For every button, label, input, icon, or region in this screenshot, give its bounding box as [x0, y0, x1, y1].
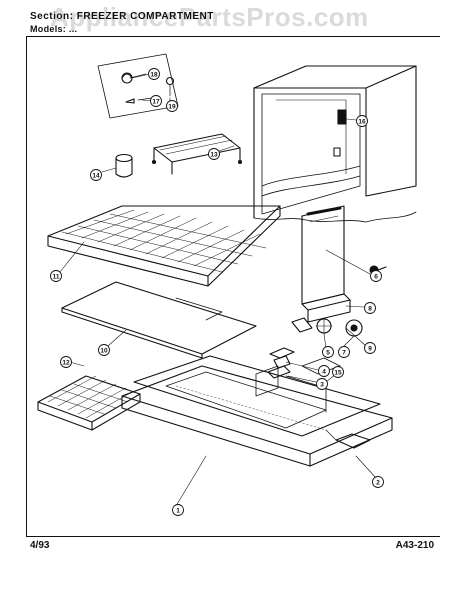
watermark: AppliancePartsPros.com [50, 2, 369, 32]
ice-tray [37, 375, 141, 431]
callout-15: 15 [332, 366, 344, 378]
callout-4: 4 [318, 365, 330, 377]
cylinder-part [115, 153, 133, 178]
callout-18: 18 [148, 68, 160, 80]
callout-2: 2 [372, 476, 384, 488]
callout-6: 6 [370, 270, 382, 282]
frame-left-rule [26, 36, 27, 536]
callout-8: 8 [364, 302, 376, 314]
callout-label: 3 [320, 382, 324, 389]
grid-shelf [47, 205, 281, 287]
callout-label: 2 [376, 480, 380, 487]
revision-date: 4/93 [30, 540, 50, 551]
callout-7: 7 [338, 346, 350, 358]
callout-14: 14 [90, 169, 102, 181]
callout-label: 1 [176, 508, 180, 515]
leader-lines [59, 73, 377, 507]
callout-1: 1 [172, 504, 184, 516]
callout-17: 17 [150, 95, 162, 107]
freezer-liner [253, 65, 417, 223]
callout-label: 4 [322, 369, 326, 376]
frame-top-rule [26, 36, 440, 37]
fan-assembly [267, 317, 363, 379]
callout-10: 10 [98, 344, 110, 356]
callout-label: 13 [210, 152, 218, 159]
callout-label: 12 [62, 360, 70, 367]
section-title: Section: FREEZER COMPARTMENT [30, 11, 214, 22]
diagram-code: A43-210 [395, 540, 434, 551]
callout-label: 16 [358, 119, 366, 126]
freezer-pan [121, 355, 393, 467]
callout-label: 19 [168, 104, 176, 111]
callout-label: 11 [53, 274, 60, 281]
exploded-parts-diagram: 18 17 19 13 14 16 11 10 6 8 5 7 9 4 3 15… [37, 53, 417, 516]
callout-label: 15 [334, 370, 342, 377]
hardware-cluster [97, 53, 179, 119]
air-duct-cover [301, 205, 351, 323]
callout-label: 6 [374, 274, 378, 281]
callout-16: 16 [356, 115, 368, 127]
callout-12: 12 [60, 356, 72, 368]
callout-label: 5 [326, 350, 330, 357]
callout-3: 3 [316, 378, 328, 390]
callout-13: 13 [208, 148, 220, 160]
callout-19: 19 [166, 100, 178, 112]
callout-label: 14 [92, 173, 100, 180]
callout-label: 8 [368, 306, 372, 313]
shelf-panel [61, 281, 257, 359]
callout-5: 5 [322, 346, 334, 358]
callout-label: 7 [342, 350, 346, 357]
callout-label: 10 [100, 348, 108, 355]
callout-label: 9 [368, 346, 372, 353]
frame-bottom-rule [26, 536, 440, 537]
callout-label: 17 [152, 99, 160, 106]
models-line: Models: ... [30, 24, 78, 34]
callout-label: 18 [150, 72, 158, 79]
callout-11: 11 [50, 270, 62, 282]
wire-shelf [151, 133, 243, 175]
callout-9: 9 [364, 342, 376, 354]
